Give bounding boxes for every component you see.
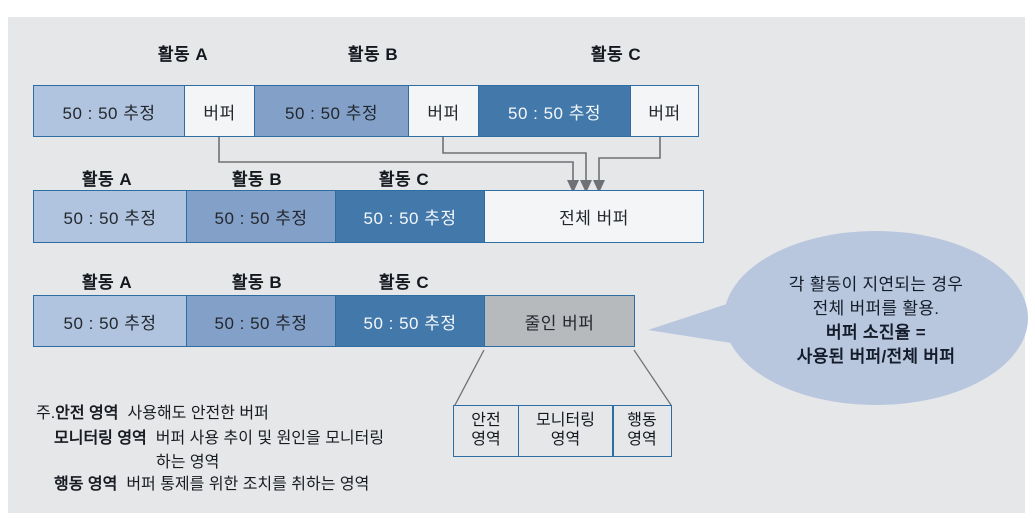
row1-activity-c-label: 활동 C [590,45,642,64]
zone-cell-monitoring: 모니터링 영역 [517,405,614,457]
note-line-1: 주.안전 영역 사용해도 안전한 버퍼 [36,399,269,423]
zone-safe-line2: 영역 [471,431,501,448]
note-line-3: 하는 영역 [156,448,219,472]
bubble-line-3: 버퍼 소진율 = [826,323,926,342]
row2-activity-b-label: 활동 B [231,170,283,189]
bubble-line-4: 사용된 버퍼/전체 버퍼 [796,347,956,366]
row1-activity-a-label: 활동 A [157,45,209,64]
note-desc-monitoring-cont: 하는 영역 [156,454,220,471]
row2-estimate-a-box: 50 : 50 추정 [33,190,187,243]
row2-activity-c-label: 활동 C [378,170,430,189]
note-desc-action: 버퍼 통제를 위한 조치를 취하는 영역 [126,476,370,493]
note-term-safe: 안전 영역 [55,405,119,422]
row1-buffer-c-box: 버퍼 [630,85,699,137]
zone-action-line1: 행동 [627,412,657,430]
row3-activity-a-label: 활동 A [81,273,133,292]
note-term-action: 행동 영역 [54,476,118,493]
row1-estimate-c-box: 50 : 50 추정 [478,85,631,137]
row1-activity-b-label: 활동 B [347,45,399,64]
row2-activity-a-label: 활동 A [81,170,133,189]
note-desc-safe: 사용해도 안전한 버퍼 [127,405,269,422]
row3-reduced-buffer-box: 줄인 버퍼 [484,295,635,347]
bubble-line-2: 전체 버퍼를 활용. [812,299,940,318]
row1-buffer-b-box: 버퍼 [408,85,479,137]
row3-activity-c-label: 활동 C [378,273,430,292]
row2-total-buffer-box: 전체 버퍼 [484,190,704,243]
note-term-monitoring: 모니터링 영역 [54,430,147,447]
row3-estimate-b-box: 50 : 50 추정 [186,295,336,347]
row1-estimate-b-box: 50 : 50 추정 [254,85,409,137]
row1-estimate-a-box: 50 : 50 추정 [33,85,185,137]
zone-monitoring-line1: 모니터링 [536,412,595,430]
zone-cell-action: 행동 영역 [612,405,672,457]
row3-estimate-a-box: 50 : 50 추정 [33,295,187,347]
note-prefix: 주. [36,405,56,422]
note-desc-monitoring: 버퍼 사용 추이 및 원인을 모니터링 [155,430,385,447]
note-line-4: 행동 영역 버퍼 통제를 위한 조치를 취하는 영역 [54,470,369,494]
bubble-line-1: 각 활동이 지연되는 경우 [788,275,964,294]
zone-cell-safe: 안전 영역 [453,405,519,457]
row3-activity-b-label: 활동 B [231,273,283,292]
row3-estimate-c-box: 50 : 50 추정 [335,295,485,347]
row2-estimate-b-box: 50 : 50 추정 [186,190,336,243]
zone-monitoring-line2: 영역 [550,431,581,448]
zone-safe-line1: 안전 [471,412,501,430]
row1-buffer-a-box: 버퍼 [184,85,255,137]
bubble-text: 각 활동이 지연되는 경우 전체 버퍼를 활용. 버퍼 소진율 = 사용된 버퍼… [726,273,1026,369]
note-line-2: 모니터링 영역 버퍼 사용 추이 및 원인을 모니터링 [54,424,384,448]
zone-action-line2: 영역 [627,431,657,448]
row2-estimate-c-box: 50 : 50 추정 [335,190,485,243]
